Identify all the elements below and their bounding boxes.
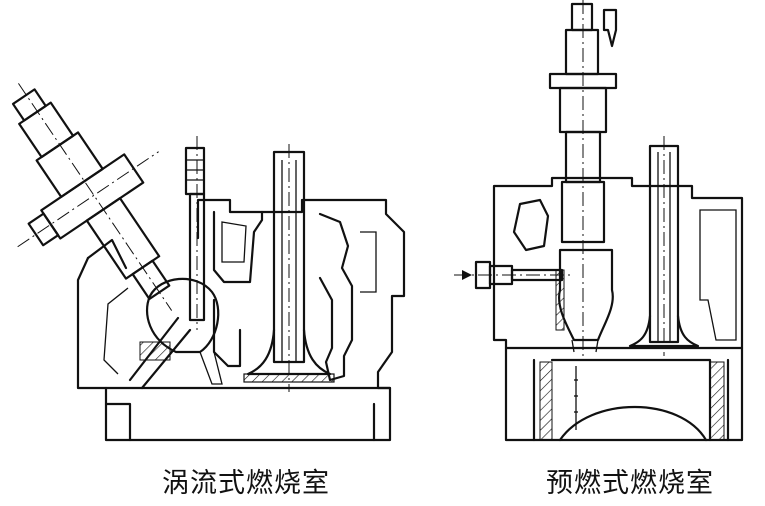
swirl-chamber-diagram	[11, 83, 406, 442]
cylinder-head-outline	[76, 198, 406, 442]
injector-swirl	[11, 83, 173, 311]
water-jacket	[212, 210, 377, 382]
precombustion-chamber-caption: 预燃式燃烧室	[546, 468, 714, 499]
piston	[532, 358, 730, 442]
valve	[628, 136, 700, 356]
swirl-chamber-caption: 涡流式燃烧室	[162, 468, 330, 499]
precombustion-chamber	[555, 248, 614, 353]
valve	[243, 144, 335, 392]
glow-plug	[454, 260, 570, 290]
glow-plug	[184, 136, 206, 330]
precombustion-chamber-diagram	[454, 0, 744, 442]
cylinder-head-outline	[492, 176, 744, 442]
swirl-chamber	[128, 277, 223, 390]
injector-precombustion	[548, 0, 618, 360]
